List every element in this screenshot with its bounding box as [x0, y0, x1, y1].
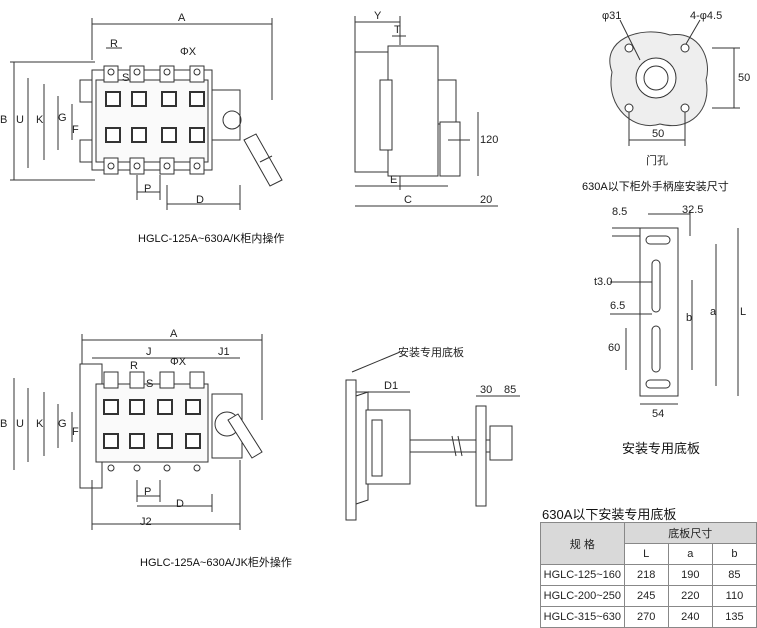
door-hole-label: 门孔	[646, 155, 668, 167]
dim-s: S	[122, 72, 130, 84]
dim-phix-2: ΦX	[170, 356, 187, 368]
dim-p-2: P	[144, 486, 152, 498]
dim-l-plate: L	[740, 306, 747, 318]
dim-r-2: R	[130, 360, 138, 372]
caption-k: HGLC-125A~630A/K柜内操作	[138, 233, 285, 245]
dim-t3: t3.0	[594, 276, 613, 288]
front-view-jk	[13, 334, 263, 530]
col-spec-header: 规 格	[540, 522, 625, 565]
table-row: HGLC-200~250 245 220 110	[540, 585, 757, 607]
dim-u-2: U	[16, 418, 24, 430]
side-view-jk	[345, 351, 520, 521]
table-row: HGLC-125~160 218 190 85	[540, 564, 757, 586]
dim-j: J	[146, 346, 152, 358]
dim-phix: ΦX	[180, 46, 197, 58]
cell-b: 110	[711, 585, 757, 607]
table-row: HGLC-315~630 270 240 135	[540, 606, 757, 628]
cell-b: 135	[711, 606, 757, 628]
dim-a-2: A	[170, 328, 178, 340]
dim-j1: J1	[218, 346, 230, 358]
cell-b: 85	[711, 564, 757, 586]
dim-j2: J2	[140, 516, 152, 528]
dim-8-5: 8.5	[612, 206, 628, 218]
dim-85: 85	[504, 384, 517, 396]
dim-c: C	[404, 194, 412, 206]
dim-20: 20	[480, 194, 493, 206]
dim-e: E	[390, 174, 398, 186]
table-header-row: 规 格 底板尺寸	[540, 522, 757, 565]
dim-k: K	[36, 114, 44, 126]
dim-d: D	[196, 194, 204, 206]
front-view-k	[10, 18, 283, 210]
dim-d1: D1	[384, 380, 399, 392]
cell-l: 245	[623, 585, 669, 607]
dim-u: U	[16, 114, 24, 126]
door-hole-view	[609, 19, 740, 146]
dim-holes: 4-φ4.5	[690, 10, 723, 22]
dim-32-5: 32.5	[682, 204, 704, 216]
table-title: 630A以下安装专用底板	[542, 507, 677, 522]
mount-plate-view	[610, 210, 739, 405]
dim-r: R	[110, 38, 118, 50]
dim-120: 120	[480, 134, 499, 146]
caption-door-hole: 630A以下柜外手柄座安装尺寸	[582, 181, 729, 193]
dim-b-plate: b	[686, 312, 693, 324]
cell-spec: HGLC-200~250	[540, 585, 625, 607]
dim-phi31: φ31	[602, 10, 622, 22]
dim-t: T	[394, 24, 401, 36]
caption-mount-plate: 安装专用底板	[622, 441, 701, 456]
col-group-header: 底板尺寸	[623, 522, 757, 544]
dim-p: P	[144, 183, 152, 195]
cell-spec: HGLC-315~630	[540, 606, 625, 628]
dim-50w: 50	[652, 128, 665, 140]
dim-60: 60	[608, 342, 621, 354]
cell-spec: HGLC-125~160	[540, 564, 625, 586]
caption-jk: HGLC-125A~630A/JK柜外操作	[140, 557, 292, 569]
dim-s-2: S	[146, 378, 154, 390]
subheader-b: b	[711, 543, 757, 565]
dim-k-2: K	[36, 418, 44, 430]
side-view-k	[354, 16, 498, 207]
dim-d-2: D	[176, 498, 184, 510]
dim-54: 54	[652, 408, 665, 420]
cell-a: 190	[667, 564, 713, 586]
subheader-a: a	[667, 543, 713, 565]
dim-30: 30	[480, 384, 493, 396]
dim-f-2: F	[72, 426, 79, 438]
dim-b-2: B	[0, 418, 8, 430]
dim-6-5: 6.5	[610, 300, 626, 312]
cell-l: 270	[623, 606, 669, 628]
dim-g: G	[58, 112, 67, 124]
plate-callout: 安装专用底板	[398, 347, 464, 359]
cell-l: 218	[623, 564, 669, 586]
cell-a: 220	[667, 585, 713, 607]
dim-50h: 50	[738, 72, 751, 84]
cell-a: 240	[667, 606, 713, 628]
subheader-l: L	[623, 543, 669, 565]
dim-f: F	[72, 124, 79, 136]
dim-a-plate: a	[710, 306, 717, 318]
spec-table: 规 格 底板尺寸 L a b HGLC-125~160 218 190 85 H…	[540, 522, 757, 628]
dim-y: Y	[374, 10, 382, 22]
dim-b: B	[0, 114, 8, 126]
dim-g-2: G	[58, 418, 67, 430]
dim-a: A	[178, 12, 186, 24]
